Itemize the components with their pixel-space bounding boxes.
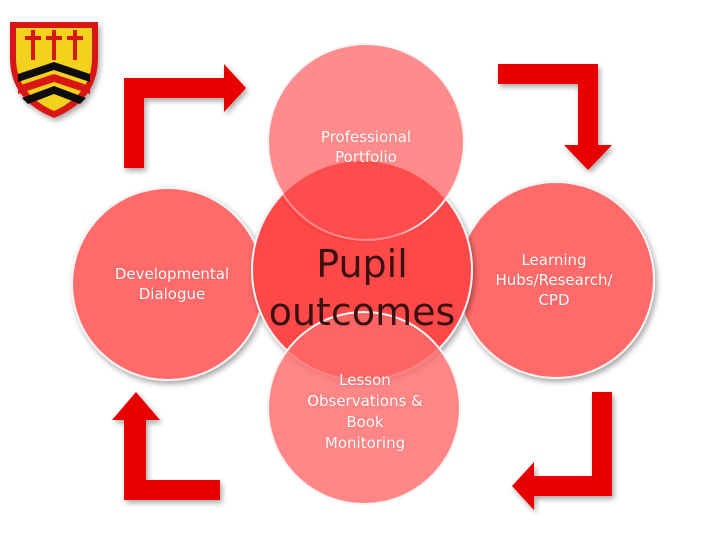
school-crest-logo [10,22,98,118]
cross-icon [25,30,83,60]
arrow-top-right [498,64,612,170]
arrow-top-left [124,64,246,168]
node-label-developmental-dialogue: Developmental Dialogue [114,265,230,303]
node-label-learning-hubs: Learning Hubs/Research/ CPD [495,251,613,309]
node-label-professional-portfolio: Professional Portfolio [320,128,412,166]
node-label-lesson-observations: Lesson Observations & Book Monitoring [307,371,423,452]
circle-bottom [267,311,461,505]
arrow-bottom-left [112,392,220,500]
node-label-pupil-outcomes: Pupil outcomes [268,242,456,334]
overlap-top [280,161,444,243]
arrow-bottom-right [512,392,612,510]
